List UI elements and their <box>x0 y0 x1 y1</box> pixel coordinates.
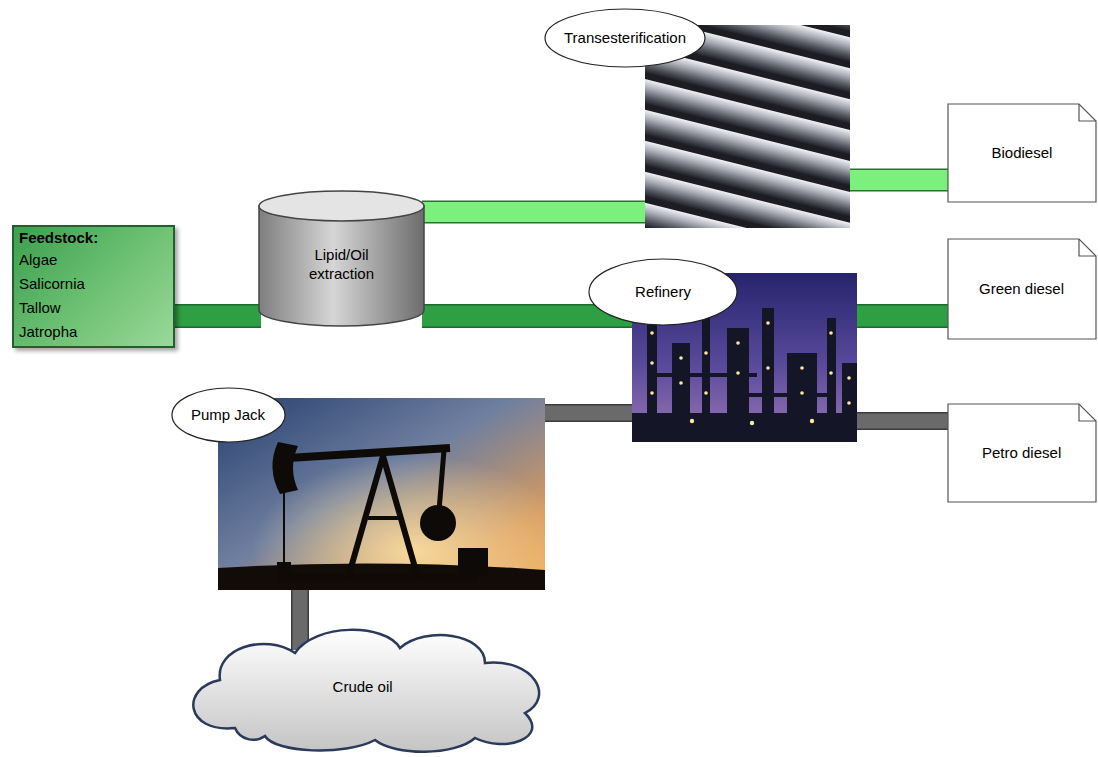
transesterification-node: Transesterification <box>645 25 850 228</box>
pipe-connector <box>545 413 632 414</box>
pipe-connector <box>172 316 261 317</box>
document-page <box>948 404 1096 502</box>
pipe-fill <box>293 590 308 650</box>
feedstock-box: Feedstock:Algae Salicornia Tallow Jatrop… <box>12 225 175 348</box>
pipe-connector <box>857 421 950 422</box>
refinery-node: Refinery <box>632 273 857 442</box>
document-label: Petro diesel <box>982 444 1061 463</box>
pipe-outline <box>857 304 950 328</box>
extraction-cylinder: Lipid/Oil extraction <box>258 190 425 327</box>
ellipse-title: Transesterification <box>564 29 686 48</box>
ground-silhouette <box>218 563 545 590</box>
product-document: Biodiesel <box>947 103 1097 203</box>
text-holder: Green diesel <box>979 280 1064 299</box>
pipe-fill <box>850 170 950 190</box>
pipe-fill <box>857 306 950 327</box>
document-fold <box>1079 404 1096 421</box>
text-holder: Biodiesel <box>992 144 1053 163</box>
pipe-outline <box>422 201 645 224</box>
pipe-outline <box>850 169 950 192</box>
box-heading: Feedstock: <box>19 229 98 248</box>
product-document: Petro diesel <box>947 403 1097 503</box>
document-fold <box>1079 104 1096 121</box>
product-document: Green diesel <box>947 238 1097 340</box>
document-page <box>948 239 1096 339</box>
refinery-lights <box>650 311 851 425</box>
pipe-connector <box>857 316 950 317</box>
pipe-fill <box>857 414 950 429</box>
refinery-photo <box>632 273 857 442</box>
pipe-outline <box>172 304 261 328</box>
night-sky <box>632 273 857 442</box>
cylinder-body <box>259 206 424 326</box>
ellipse-label: Refinery <box>588 258 738 326</box>
feedstock-list: Algae Salicornia Tallow Jatropha <box>19 248 85 344</box>
pipe-connector <box>300 590 301 650</box>
ellipse-label: Pump Jack <box>171 387 286 443</box>
ellipse-label: Transesterification <box>544 8 706 68</box>
ellipse-title: Refinery <box>635 283 691 302</box>
connector-group <box>172 180 950 650</box>
pipe-outline <box>857 412 950 430</box>
cylinder-label: Lipid/Oil extraction <box>287 246 397 284</box>
pump-jack-node: Pump Jack <box>218 398 545 590</box>
pipes-photo <box>533 0 953 317</box>
document-page <box>948 104 1096 202</box>
cylinder-top <box>259 191 424 221</box>
ellipse-title: Pump Jack <box>191 406 265 425</box>
document-label: Biodiesel <box>992 144 1053 163</box>
label-ellipse-outline <box>589 259 737 325</box>
pipe-outline <box>545 404 632 422</box>
pipe-connector <box>850 180 950 181</box>
pipe-connector <box>422 212 645 213</box>
pipe-connector <box>422 316 632 317</box>
document-fold <box>1079 239 1096 256</box>
text-holder: Lipid/Oil extraction <box>287 246 397 284</box>
pipe-fill <box>422 202 645 222</box>
pipe-fill <box>545 406 632 421</box>
crude-oil-cloud: Crude oil <box>175 618 555 752</box>
document-label: Green diesel <box>979 280 1064 299</box>
text-holder: Petro diesel <box>982 444 1061 463</box>
cloud-shape <box>193 630 539 752</box>
label-ellipse-outline <box>545 9 705 67</box>
text-holder: Feedstock:Algae Salicornia Tallow Jatrop… <box>19 229 98 344</box>
pipe-fill <box>172 306 261 327</box>
text-holder: Crude oil <box>333 678 393 697</box>
pump-jack-silhouette <box>272 442 488 581</box>
label-ellipse-outline <box>172 388 285 442</box>
pipe-bundle <box>645 25 850 228</box>
cloud-label: Crude oil <box>333 678 393 697</box>
